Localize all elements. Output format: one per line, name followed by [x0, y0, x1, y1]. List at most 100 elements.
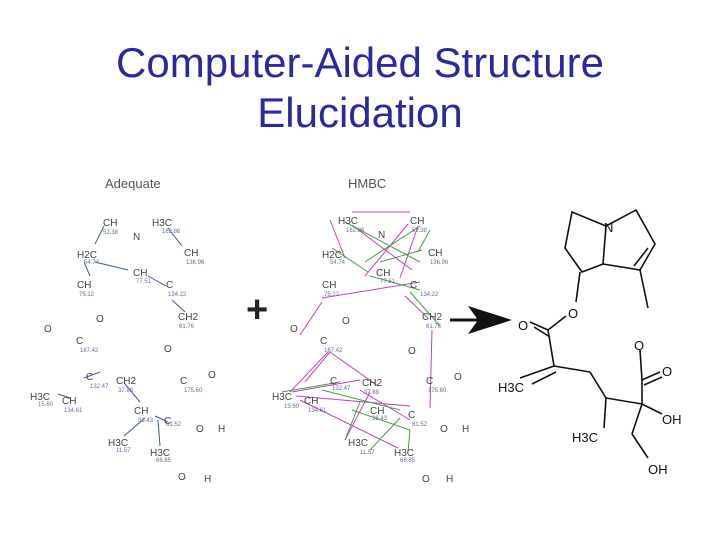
hmbc-fragment-ch2: CH2 — [422, 312, 442, 323]
shift-label: 61.76 — [179, 324, 195, 330]
hmbc-fragment-h2c: H2C — [322, 250, 342, 261]
shift-label: 134.22 — [168, 292, 187, 298]
adequate-fragment-o: O — [196, 424, 204, 435]
product-ester-oxygen: O — [568, 306, 578, 321]
hmbc-fragment-n: N — [378, 230, 385, 241]
adequate-fragment-h3c: H3C — [152, 218, 172, 229]
shift-label: 66.85 — [156, 458, 172, 464]
shift-label: 52.38 — [412, 228, 428, 234]
product-methyl-left: H3C — [498, 380, 524, 395]
adequate-bonds — [57, 225, 186, 447]
shift-label: 11.57 — [360, 450, 375, 456]
adequate-fragment-ch: CH — [77, 280, 91, 291]
plus-icon: + — [246, 289, 268, 331]
adequate-fragment-c: C — [76, 336, 83, 347]
adequate-fragment-o: O — [208, 370, 216, 381]
shift-label: 136.96 — [186, 260, 205, 266]
adequate-fragment-ch: CH — [134, 406, 148, 417]
shift-label: 15.60 — [284, 404, 300, 410]
shift-label: 134.22 — [420, 292, 439, 298]
shift-label: 132.47 — [332, 386, 351, 392]
hmbc-fragment-o: O — [422, 474, 430, 485]
hmbc-fragment-o: O — [440, 424, 448, 435]
hmbc-green-correlations — [281, 221, 441, 453]
shift-label: 75.12 — [324, 292, 340, 298]
shift-label: 54.74 — [84, 260, 100, 266]
hmbc-fragment-o: O — [290, 324, 298, 335]
adequate-fragment-h: H — [218, 424, 225, 435]
shift-label: 54.74 — [330, 260, 346, 266]
adequate-fragment-ch: CH — [184, 248, 198, 259]
shift-label: 81.52 — [166, 422, 182, 428]
slide-title: Computer-Aided Structure Elucidation — [0, 38, 720, 138]
adequate-fragment-o: O — [178, 472, 186, 483]
adequate-fragment-c: C — [164, 416, 171, 427]
adequate-header: Adequate — [105, 176, 161, 191]
shift-label: 136.96 — [430, 260, 449, 266]
hmbc-fragment-o: O — [454, 372, 462, 383]
hmbc-fragment-h3c: H3C — [272, 392, 292, 403]
product-nitrogen: N — [604, 220, 613, 235]
shift-label: 167.42 — [80, 348, 99, 354]
shift-label: 66.85 — [400, 458, 416, 464]
hmbc-fragment-o: O — [342, 316, 350, 327]
hmbc-fragment-ch: CH — [304, 396, 318, 407]
adequate-fragment-h: H — [204, 474, 211, 485]
shift-label: 52.38 — [103, 230, 119, 236]
adequate-fragment-c: C — [166, 280, 173, 291]
elucidated-structure — [519, 208, 663, 459]
slide-title-line-1: Computer-Aided Structure — [116, 39, 604, 86]
product-carbonyl-oxygen: O — [518, 318, 528, 333]
hmbc-panel: HMBC — [272, 176, 469, 485]
hmbc-fragment-h3c: H3C — [338, 216, 358, 227]
adequate-fragment-h3c: H3C — [150, 448, 170, 459]
hmbc-fragment-c: C — [330, 376, 337, 387]
adequate-fragment-ch2: CH2 — [178, 312, 198, 323]
adequate-fragment-n: N — [133, 232, 140, 243]
hmbc-fragment-h3c: H3C — [394, 448, 414, 459]
shift-label: 15.60 — [38, 402, 54, 408]
product-ester-oxygen: O — [634, 338, 644, 353]
hmbc-fragment-o: O — [408, 346, 416, 357]
hmbc-fragment-h: H — [446, 474, 453, 485]
shift-label: 11.57 — [116, 448, 131, 454]
shift-label: 77.51 — [380, 279, 396, 285]
shift-label: 38.43 — [372, 416, 388, 422]
hmbc-header: HMBC — [348, 176, 386, 191]
shift-label: 132.47 — [90, 384, 109, 390]
adequate-fragment-o: O — [44, 324, 52, 335]
shift-label: 37.88 — [364, 390, 380, 396]
hmbc-fragment-ch: CH — [410, 216, 424, 227]
adequate-fragment-ch: CH — [62, 396, 76, 407]
shift-label: 38.43 — [138, 418, 154, 424]
adequate-fragment-c: C — [86, 372, 93, 383]
shift-label: 75.12 — [79, 292, 95, 298]
shift-label: 77.51 — [136, 279, 152, 285]
shift-label: 175.60 — [428, 388, 447, 394]
product-carbonyl-oxygen: O — [662, 364, 672, 379]
adequate-fragment-h3c: H3C — [108, 438, 128, 449]
product-methyl-bottom: H3C — [572, 430, 598, 445]
shift-label: 134.61 — [308, 408, 327, 414]
shift-label: 162.86 — [346, 228, 365, 234]
hmbc-fragment-h3c: H3C — [348, 438, 368, 449]
hmbc-fragment-c: C — [408, 410, 415, 421]
product-hydroxyl: OH — [648, 462, 668, 477]
shift-label: 175.60 — [184, 388, 203, 394]
shift-label: 81.52 — [412, 422, 428, 428]
hmbc-fragment-c: C — [320, 336, 327, 347]
hmbc-fragment-c: C — [410, 280, 417, 291]
adequate-fragment-o: O — [164, 344, 172, 355]
adequate-fragment-h3c: H3C — [30, 392, 50, 403]
adequate-fragment-h2c: H2C — [77, 250, 97, 261]
hmbc-fragment-ch: CH — [370, 406, 384, 417]
hmbc-magenta-correlations — [289, 211, 433, 449]
adequate-fragment-ch: CH — [133, 268, 147, 279]
product-hydroxyl: OH — [662, 412, 682, 427]
adequate-fragment-ch2: CH2 — [116, 376, 136, 387]
slide-title-line-2: Elucidation — [257, 89, 463, 136]
adequate-panel: Adequate CH 52.38 H3C 162.86 N H2C 54.74… — [30, 176, 225, 485]
adequate-fragment-ch: CH — [103, 218, 117, 229]
shift-label: 162.86 — [162, 229, 181, 235]
